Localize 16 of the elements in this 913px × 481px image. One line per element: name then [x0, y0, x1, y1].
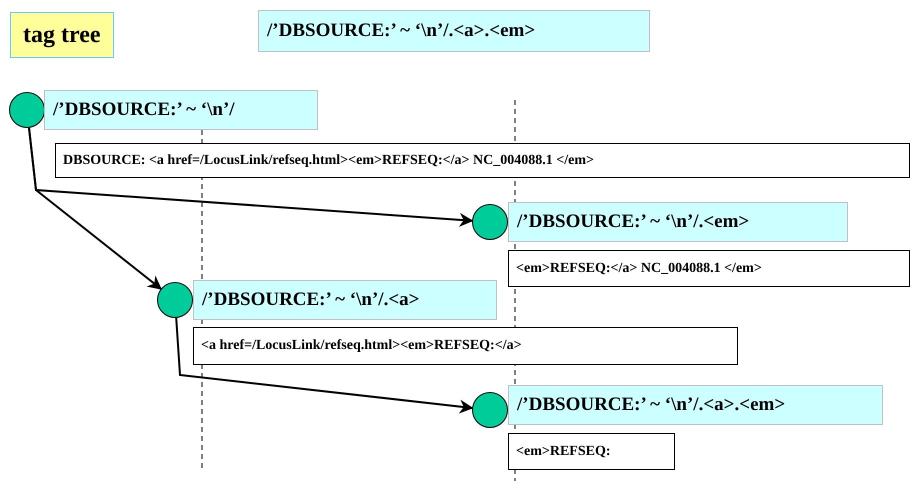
pattern-label: /’DBSOURCE:’ ~ ‘\n’/.<a>.<em>: [258, 10, 650, 52]
html-fragment-text: <em>REFSEQ:</a> NC_004088.1 </em>: [508, 250, 910, 287]
path-pattern-label: /’DBSOURCE:’ ~ ‘\n’/.<a>.<em>: [508, 385, 883, 425]
tree-node-circle: [9, 92, 45, 128]
arrow: [175, 318, 474, 414]
html-fragment-text: DBSOURCE: <a href=/LocusLink/refseq.html><em>REFSEQ:</a> NC_004088.1 </em>: [55, 143, 910, 178]
path-pattern-label: /’DBSOURCE:’ ~ ‘\n’/: [44, 90, 318, 130]
html-fragment-text: <em>REFSEQ:: [508, 433, 675, 470]
tree-node-circle: [157, 282, 193, 318]
html-fragment-text: <a href=/LocusLink/refseq.html><em>REFSEQ:</a>: [193, 327, 738, 365]
path-pattern-label: /’DBSOURCE:’ ~ ‘\n’/.<em>: [508, 202, 848, 242]
tree-node-circle: [472, 204, 508, 240]
tree-node-circle: [472, 392, 508, 428]
title: tag tree: [10, 12, 114, 58]
path-pattern-label: /’DBSOURCE:’ ~ ‘\n’/.<a>: [193, 280, 497, 320]
arrow: [28, 128, 162, 290]
